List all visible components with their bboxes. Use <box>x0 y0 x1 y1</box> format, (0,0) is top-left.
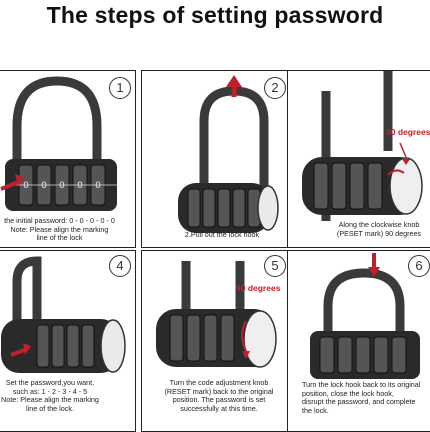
step-2-panel: 2 2.Pull out the lock hook <box>141 70 289 248</box>
step-4-number: 4 <box>109 255 131 277</box>
steps-grid: 0 0 0 0 0 1 the initial password: 0 - 0 - 0 … <box>0 70 430 430</box>
step-2-number: 2 <box>264 77 286 99</box>
step-2-caption: 2.Pull out the lock hook <box>162 231 282 240</box>
svg-text:0: 0 <box>95 181 101 191</box>
step-5-degrees-label: 90 degrees <box>236 283 280 293</box>
svg-text:0: 0 <box>77 181 83 191</box>
step-4-caption-line: line of the lock. <box>0 405 115 414</box>
step-3-caption-line: (PESET mark) 90 degrees <box>320 230 430 239</box>
step-3-degrees-label: 90 degrees <box>386 127 430 137</box>
step-6-panel: 6 Turn the lock hook back to its origina… <box>287 250 430 432</box>
step-2-caption-line: 2.Pull out the lock hook <box>162 231 282 240</box>
step-3-caption: Along the clockwise knob (PESET mark) 90… <box>320 221 430 238</box>
svg-text:0: 0 <box>59 181 65 191</box>
step-5-panel: 5 90 degrees Turn the code adjustment kn… <box>141 250 289 432</box>
step-5-number: 5 <box>264 255 286 277</box>
step-1-caption: the initial password: 0 - 0 - 0 - 0 - 0 … <box>0 217 132 243</box>
step-4-panel: 4 Set the password,you want, such as: 1 … <box>0 250 136 432</box>
svg-text:0: 0 <box>41 181 47 191</box>
step-5-caption: Turn the code adjustment knob (RESET mar… <box>152 379 286 413</box>
page-title: The steps of setting password <box>0 0 430 34</box>
step-6-caption: Turn the lock hook back to its original … <box>302 381 430 415</box>
svg-text:0: 0 <box>23 181 29 191</box>
step-6-caption-line: the lock. <box>302 407 430 416</box>
step-1-number: 1 <box>109 77 131 99</box>
step-1-caption-line: line of the lock <box>0 234 132 243</box>
step-1-panel: 0 0 0 0 0 1 the initial password: 0 - 0 - 0 … <box>0 70 136 248</box>
step-4-caption: Set the password,you want, such as: 1 - … <box>0 379 115 413</box>
step-6-number: 6 <box>408 255 430 277</box>
step-3-panel: 90 degrees Along the clockwise knob (PES… <box>287 70 430 248</box>
step-5-caption-line: successfully at this time. <box>152 405 286 414</box>
step-2-illustration <box>142 71 289 248</box>
